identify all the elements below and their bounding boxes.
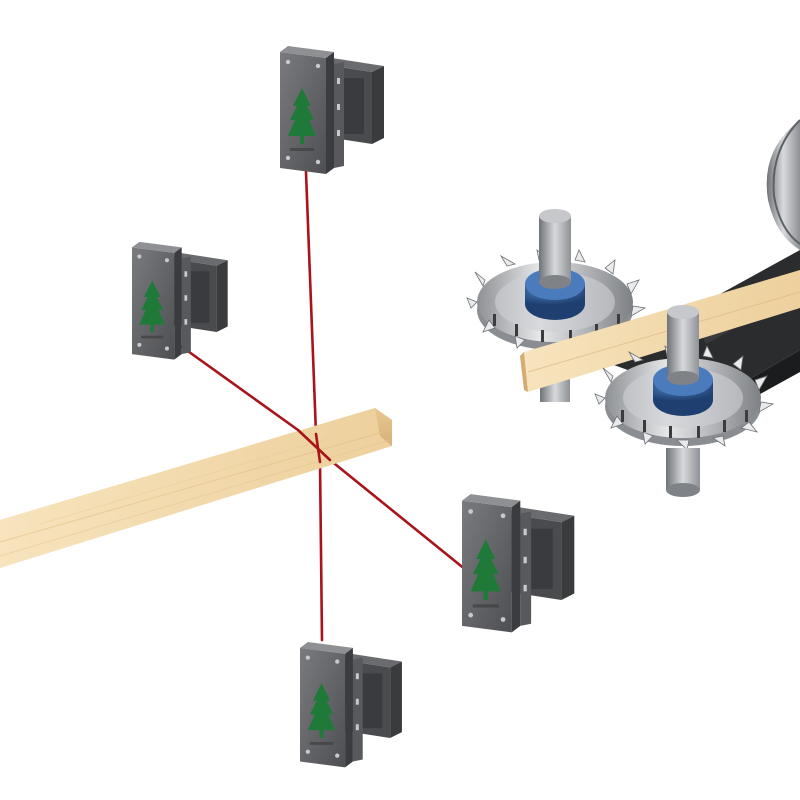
laser-beam-top (303, 144, 318, 436)
laser-beam-right (328, 458, 468, 572)
laser-beams (176, 144, 468, 642)
feed-roller-front-shaft-end (666, 483, 700, 497)
laser-beam-diagonal-front (296, 428, 332, 462)
drum-cylinder (766, 119, 800, 250)
laser-beams-front (296, 428, 332, 464)
laser-beam-bottom (318, 460, 324, 642)
lumber-board-on-rollers (520, 270, 800, 392)
laser-beam-left (176, 342, 300, 432)
lumber-board (0, 408, 392, 568)
